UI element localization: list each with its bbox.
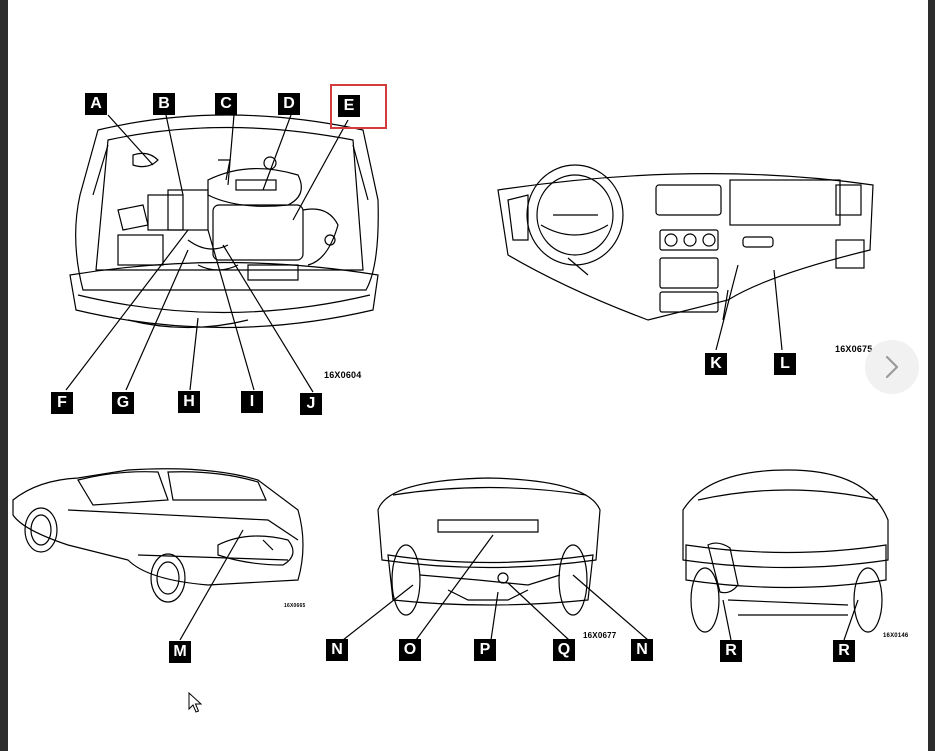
label-o: O (399, 639, 421, 661)
front-underside-figure (342, 477, 649, 641)
label-g: G (112, 392, 134, 414)
label-p: P (474, 639, 496, 661)
label-h: H (178, 391, 200, 413)
next-page-button[interactable] (865, 340, 919, 394)
figure-code-rear-under: 16X0146 (883, 633, 909, 639)
label-r-left: R (720, 640, 742, 662)
selection-highlight-box (330, 84, 387, 129)
label-m: M (169, 641, 191, 663)
label-d: D (278, 93, 300, 115)
chevron-right-icon (885, 355, 899, 379)
mouse-pointer-icon (188, 691, 203, 719)
engine-bay-figure (65, 114, 379, 393)
label-f: F (51, 392, 73, 414)
label-e: E (338, 95, 360, 117)
label-n-right: N (631, 639, 653, 661)
label-k: K (705, 353, 727, 375)
figure-code-dashboard: 16X0675 (835, 344, 873, 354)
document-viewer: A B C D E F G H I J 16X0604 K L 16X0675 … (8, 0, 928, 751)
figure-code-front-under: 16X0677 (583, 631, 617, 640)
label-n-left: N (326, 639, 348, 661)
label-l: L (774, 353, 796, 375)
label-i: I (241, 391, 263, 413)
rear-underside-figure (682, 469, 889, 641)
car-side-figure (12, 468, 304, 641)
diagram-drawing (12, 114, 889, 641)
dashboard-figure (497, 164, 874, 351)
label-a: A (85, 93, 107, 115)
figure-code-car-side: 16X0665 (284, 603, 306, 609)
label-r-right: R (833, 640, 855, 662)
label-j: J (300, 393, 322, 415)
label-q: Q (553, 639, 575, 661)
label-c: C (215, 93, 237, 115)
figure-code-engine: 16X0604 (324, 370, 362, 380)
label-b: B (153, 93, 175, 115)
